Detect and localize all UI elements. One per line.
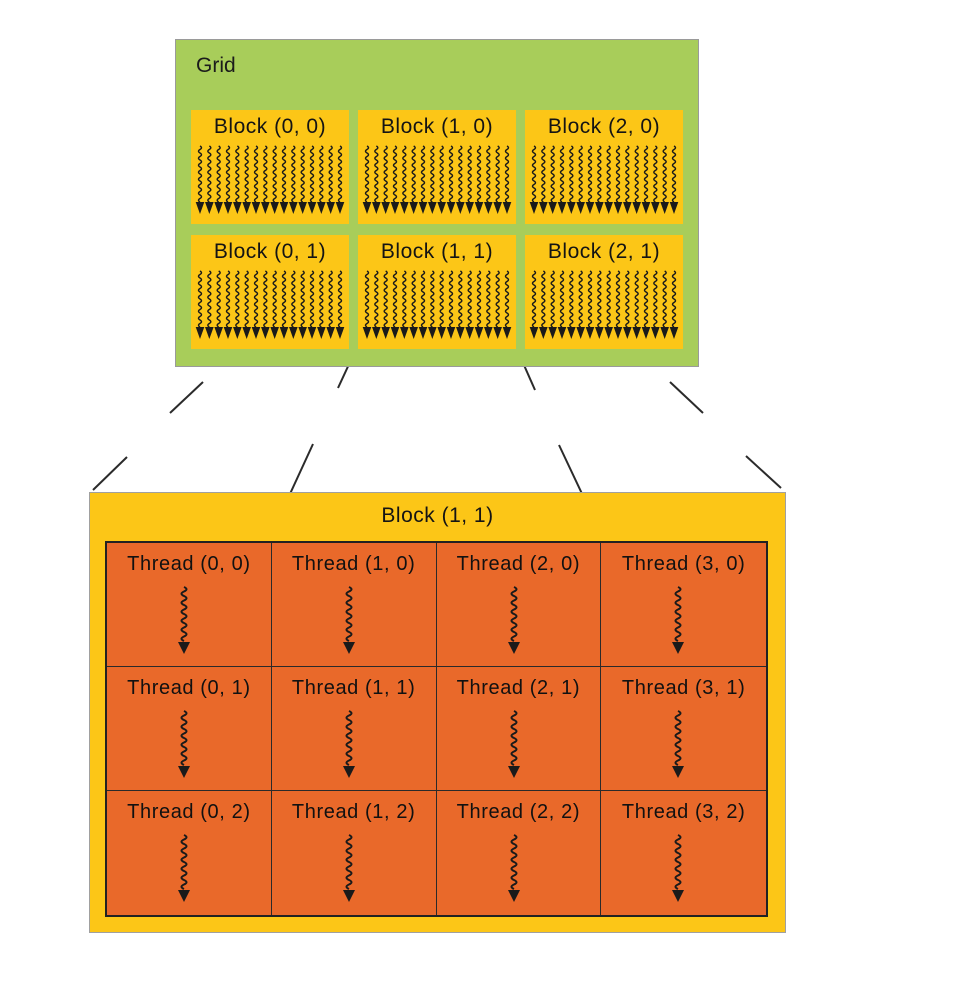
block-label: Block (1, 1) [380, 240, 494, 263]
thread-label: Thread (1, 2) [291, 801, 416, 823]
thread-bundle-icon [362, 270, 512, 339]
thread-cell: Thread (1, 2) [271, 791, 437, 915]
grid-block: Block (0, 1) [191, 235, 349, 349]
grid-container: Grid Block (0, 0) Block (1, 0) Block (2,… [175, 39, 699, 367]
thread-bundle-icon [195, 145, 345, 214]
connector-outer-right [745, 455, 782, 489]
block-label: Block (2, 1) [547, 240, 661, 263]
thread-label: Thread (0, 0) [127, 553, 251, 575]
block-detail-container: Block (1, 1) Thread (0, 0) Thread (1, 0)… [89, 492, 786, 933]
thread-bundle-icon [529, 145, 679, 214]
thread-cell: Thread (1, 1) [271, 667, 437, 791]
wavy-arrow-icon [672, 586, 685, 654]
thread-bundle-icon [529, 270, 679, 339]
block-detail-label: Block (1, 1) [381, 504, 494, 527]
thread-bundle-icon [362, 145, 512, 214]
thread-label: Thread (2, 0) [456, 553, 581, 575]
thread-label: Thread (2, 1) [456, 677, 581, 699]
wavy-arrow-icon [342, 586, 355, 654]
thread-bundle-icon [195, 270, 345, 339]
block-label: Block (2, 0) [547, 115, 661, 138]
thread-cell: Thread (0, 2) [107, 791, 272, 915]
grid-block: Block (0, 0) [191, 110, 349, 224]
block-label: Block (1, 0) [380, 115, 494, 138]
thread-cell: Thread (3, 2) [601, 791, 766, 915]
thread-label: Thread (0, 2) [127, 801, 251, 823]
grid-label: Grid [196, 54, 236, 77]
wavy-arrow-icon [507, 710, 520, 778]
grid-block: Block (2, 0) [525, 110, 683, 224]
wavy-arrow-icon [178, 834, 190, 902]
thread-label: Thread (3, 1) [621, 677, 746, 699]
thread-label: Thread (2, 2) [456, 801, 581, 823]
thread-cell: Thread (2, 1) [436, 667, 602, 791]
thread-label: Thread (3, 2) [621, 801, 746, 823]
wavy-arrow-icon [178, 710, 190, 778]
grid-block: Block (1, 0) [358, 110, 516, 224]
wavy-arrow-icon [507, 586, 520, 654]
wavy-arrow-icon [507, 834, 520, 902]
thread-cell: Thread (1, 0) [271, 543, 437, 667]
wavy-arrow-icon [342, 834, 355, 902]
thread-cell: Thread (0, 1) [107, 667, 272, 791]
connector-outer-left [169, 381, 204, 414]
thread-label: Thread (1, 1) [291, 677, 416, 699]
thread-cell: Thread (3, 0) [601, 543, 766, 667]
connector-outer-left [92, 456, 128, 491]
wavy-arrow-icon [178, 586, 190, 654]
block-label: Block (0, 0) [213, 115, 327, 138]
thread-label: Thread (0, 1) [127, 677, 251, 699]
wavy-arrow-icon [342, 710, 355, 778]
thread-label: Thread (3, 0) [621, 553, 746, 575]
wavy-arrow-icon [672, 710, 685, 778]
wavy-arrow-icon [672, 834, 685, 902]
grid-block: Block (2, 1) [525, 235, 683, 349]
connector-outer-right [669, 381, 704, 414]
thread-cell: Thread (3, 1) [601, 667, 766, 791]
thread-cell: Thread (0, 0) [107, 543, 272, 667]
block-label: Block (0, 1) [213, 240, 327, 263]
grid-block-highlighted: Block (1, 1) [358, 235, 516, 349]
thread-cell: Thread (2, 0) [436, 543, 602, 667]
thread-label: Thread (1, 0) [291, 553, 416, 575]
thread-table: Thread (0, 0) Thread (1, 0) Thread (2, 0… [105, 541, 768, 917]
thread-cell: Thread (2, 2) [436, 791, 602, 915]
